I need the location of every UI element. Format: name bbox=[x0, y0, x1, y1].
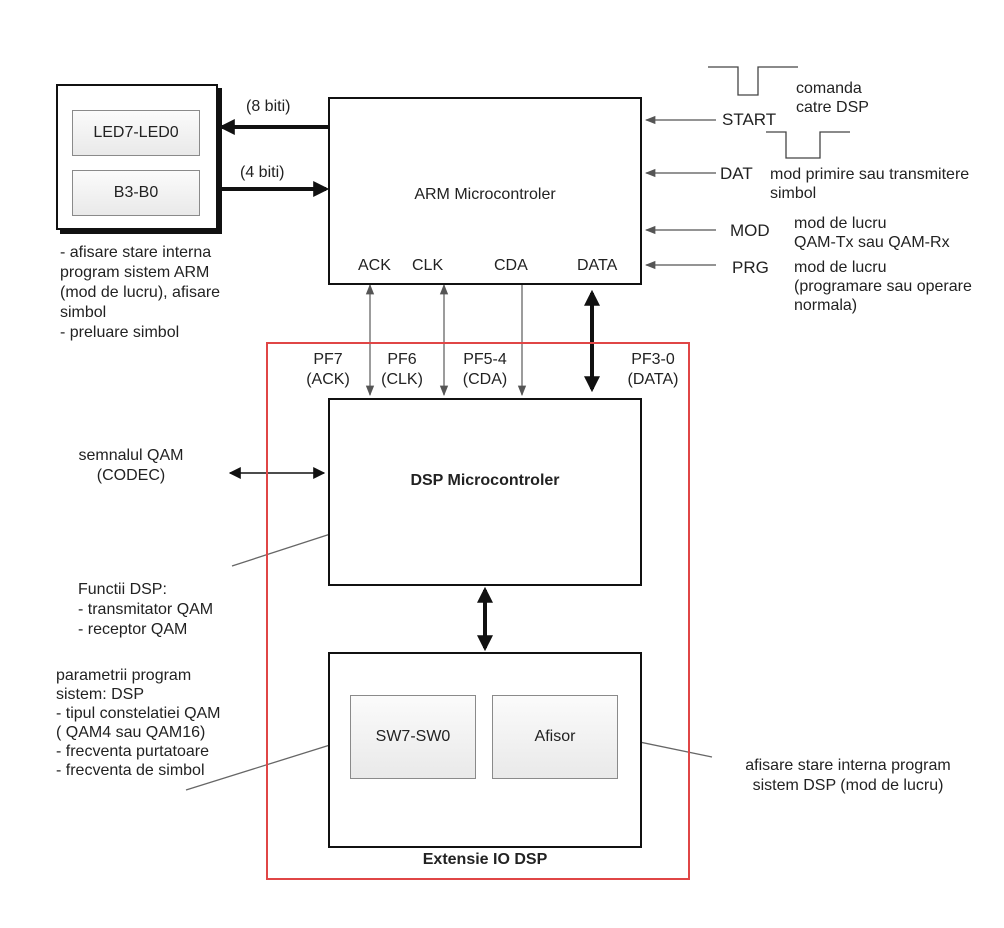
dat-signal-note: mod primire sau transmitere simbol bbox=[770, 166, 970, 202]
start-signal-note: comanda catre DSP bbox=[796, 80, 869, 116]
mod-signal-label: MOD bbox=[730, 221, 770, 240]
dsp-pin-pf7: PF7 (ACK) bbox=[306, 351, 350, 388]
display-block: Afisor bbox=[492, 695, 618, 779]
button-bits-label: (4 biti) bbox=[240, 164, 285, 181]
arm-pin-data: DATA bbox=[577, 257, 618, 274]
io-panel-note: - afisare stare interna program sistem A… bbox=[60, 244, 221, 341]
prg-signal-note: mod de lucru (programare sau operare nor… bbox=[794, 259, 972, 314]
arm-pin-cda: CDA bbox=[494, 257, 528, 274]
dat-signal-label: DAT bbox=[720, 164, 753, 183]
display-note: afisare stare interna program sistem DSP… bbox=[745, 757, 951, 794]
dsp-pin-pf54: PF5-4 (CDA) bbox=[462, 351, 508, 388]
switches-block: SW7-SW0 bbox=[350, 695, 476, 779]
arm-microcontroller-block bbox=[328, 97, 642, 285]
dat-waveform bbox=[766, 131, 850, 159]
params-note: parametrii program sistem: DSP - tipul c… bbox=[56, 667, 221, 779]
arm-title: ARM Microcontroler bbox=[414, 186, 556, 203]
dsp-microcontroller-block bbox=[328, 398, 642, 586]
extension-title: Extensie IO DSP bbox=[422, 851, 548, 868]
dsp-board-frame bbox=[266, 342, 690, 880]
dsp-pin-pf6: PF6 (CLK) bbox=[381, 351, 423, 388]
led-bits-label: (8 biti) bbox=[246, 98, 291, 115]
prg-signal-label: PRG bbox=[732, 258, 769, 277]
qam-signal-label: semnalul QAM (CODEC) bbox=[78, 447, 184, 484]
dsp-functions-label: Functii DSP: - transmitator QAM - recept… bbox=[78, 581, 214, 638]
dsp-title: DSP Microcontroler bbox=[410, 472, 560, 489]
start-waveform bbox=[708, 66, 798, 96]
start-signal-label: START bbox=[722, 110, 777, 129]
led-indicator: LED7-LED0 bbox=[72, 110, 200, 156]
mod-signal-note: mod de lucru QAM-Tx sau QAM-Rx bbox=[794, 215, 950, 251]
dsp-pin-pf30: PF3-0 (DATA) bbox=[627, 351, 679, 388]
arm-pin-clk: CLK bbox=[412, 257, 444, 274]
arm-pin-ack: ACK bbox=[358, 257, 391, 274]
buttons-indicator: B3-B0 bbox=[72, 170, 200, 216]
